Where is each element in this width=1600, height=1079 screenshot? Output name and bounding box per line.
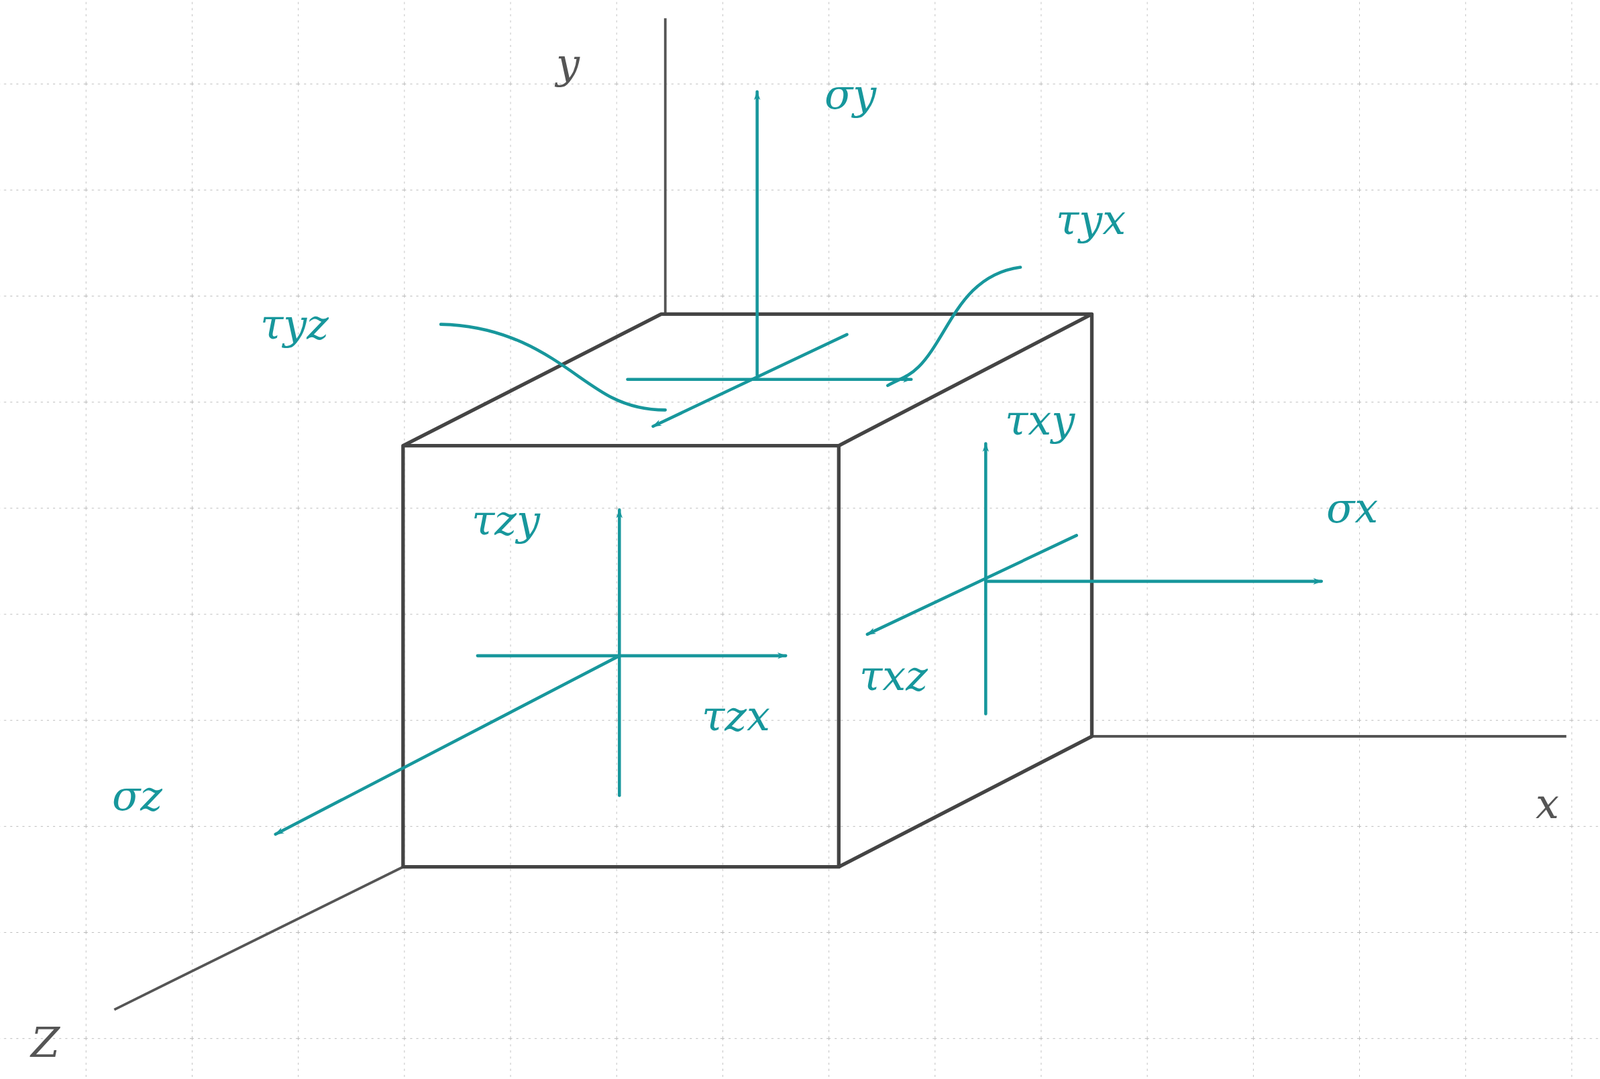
stress-label: σx: [1326, 487, 1378, 530]
stress-label: σy: [824, 73, 877, 116]
stress-label: τzx: [701, 695, 771, 738]
stress-label: σz: [112, 775, 163, 818]
stress-label: τyz: [260, 303, 329, 346]
cube: [403, 313, 1093, 867]
stress-label: τxz: [859, 655, 928, 698]
axis-label: x: [1535, 783, 1560, 826]
axis-label: y: [556, 42, 580, 85]
stress-label: τzy: [471, 499, 541, 542]
axes: [114, 18, 1566, 1010]
stress-arrows: [275, 91, 1322, 835]
axis-label: Z: [30, 1022, 60, 1064]
stress-label: τyx: [1055, 199, 1126, 241]
stress-label: τxy: [1004, 399, 1075, 442]
